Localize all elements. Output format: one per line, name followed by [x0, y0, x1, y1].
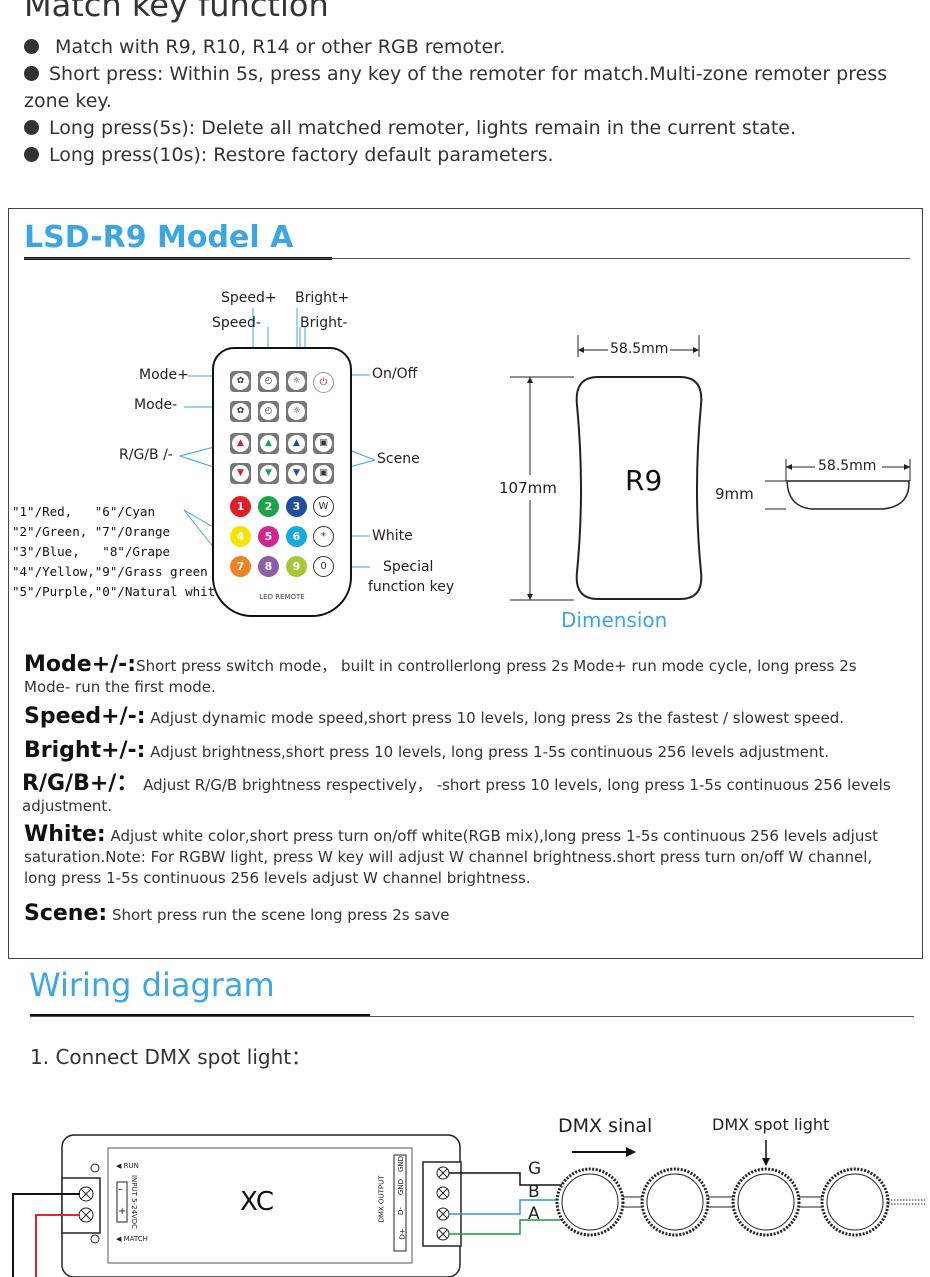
model-panel [8, 208, 923, 959]
speed-minus-key: ◴ [258, 401, 279, 422]
desc-bright: Bright+/-: Adjust brightness,short press… [24, 738, 830, 763]
color-key-4: 4 [230, 526, 251, 547]
red-up-key: ▲ [230, 433, 251, 454]
dim-depth: 9mm [715, 485, 754, 503]
desc-rgb: R/G/B+/： Adjust R/G/B brightness respect… [22, 771, 891, 816]
bullet-dot-icon [24, 39, 39, 54]
label-scene: Scene [377, 451, 420, 467]
match-title: Match key function [24, 0, 329, 24]
color-list-3: "3"/Blue, "8"/Grape [12, 544, 171, 559]
label-speed-plus: Speed+ [221, 290, 277, 306]
speed-plus-key: ◴ [258, 371, 279, 392]
bullet-dot-icon [24, 147, 39, 162]
star-key: * [313, 526, 334, 547]
wire-g-label: G [528, 1159, 542, 1179]
wiring-step: 1. Connect DMX spot light： [30, 1045, 312, 1069]
scene-key-1: ▣ [313, 433, 334, 454]
green-up-key: ▲ [258, 433, 279, 454]
run-label: ◀ RUN [116, 1162, 139, 1170]
color-key-6: 6 [286, 526, 307, 547]
label-white: White [372, 528, 413, 544]
wire-a-label: A [528, 1204, 540, 1224]
match-bullet-3: Long press(5s): Delete all matched remot… [24, 115, 909, 142]
dmx-signal-label: DMX sinal [558, 1115, 653, 1137]
label-mode-plus: Mode+ [139, 367, 189, 383]
dim-width: 58.5mm [610, 341, 669, 357]
wiring-rule [30, 1016, 914, 1017]
color-list-5: "5"/Purple,"0"/Natural white [12, 584, 223, 599]
wiring-underline [30, 1014, 370, 1017]
label-bright-minus: Bright- [300, 315, 348, 331]
wiring-diagram [12, 1134, 925, 1277]
color-list-1: "1"/Red, "6"/Cyan [12, 504, 155, 519]
green-down-key: ▼ [258, 463, 279, 484]
title-rule [24, 258, 910, 259]
dim-caption: Dimension [561, 608, 668, 632]
bullet-dot-icon [24, 66, 39, 81]
match-bullet-2: Short press: Within 5s, press any key of… [24, 63, 888, 112]
color-key-2: 2 [258, 496, 279, 517]
mode-minus-key: ✿ [230, 401, 251, 422]
match-bullet-1: Match with R9, R10, R14 or other RGB rem… [24, 34, 909, 61]
remote-brand: LED REMOTE [259, 593, 305, 601]
dim-depth-width: 58.5mm [818, 458, 877, 474]
color-list-2: "2"/Green, "7"/Orange [12, 524, 171, 539]
wire-b-label: B [528, 1182, 540, 1202]
model-title: LSD-R9 Model A [24, 220, 294, 255]
color-key-8: 8 [258, 556, 279, 577]
output-label: DMX OUTPUT [377, 1175, 386, 1223]
wiring-title: Wiring diagram [29, 966, 275, 1004]
label-rgb: R/G/B /- [119, 447, 173, 463]
controller-label: XC [240, 1187, 275, 1217]
dim-height: 107mm [499, 479, 557, 497]
label-bright-plus: Bright+ [295, 290, 350, 306]
match-label: ◀ MATCH [116, 1235, 148, 1243]
blue-down-key: ▼ [286, 463, 307, 484]
blue-up-key: ▲ [286, 433, 307, 454]
label-on-off: On/Off [372, 366, 418, 382]
color-key-3: 3 [286, 496, 307, 517]
gnd-label-2: GND [397, 1178, 406, 1196]
bright-minus-key: ☼ [286, 401, 307, 422]
dplus-label: D+ [398, 1228, 407, 1240]
desc-white: White: Adjust white color,short press tu… [24, 822, 879, 888]
label-speed-minus: Speed- [212, 315, 261, 331]
desc-speed: Speed+/-: Adjust dynamic mode speed,shor… [24, 704, 845, 729]
input-minus: – [118, 1184, 123, 1195]
label-mode-minus: Mode- [134, 397, 178, 413]
dmx-spot-label: DMX spot light [712, 1115, 830, 1134]
desc-mode: Mode+/-:Short press switch mode， built i… [24, 652, 857, 697]
w-key: W [313, 496, 334, 517]
zero-key: 0 [313, 556, 334, 577]
bullet-dot-icon [24, 120, 39, 135]
color-key-9: 9 [286, 556, 307, 577]
red-down-key: ▼ [230, 463, 251, 484]
label-special-2: function key [368, 579, 455, 595]
match-bullet-4: Long press(10s): Restore factory default… [24, 142, 909, 169]
input-plus: + [118, 1206, 127, 1217]
dimension-drawing [510, 335, 911, 601]
input-label: INPUT 5-24VDC [130, 1174, 139, 1230]
dminus-label: D- [396, 1207, 405, 1215]
mode-plus-key: ✿ [230, 371, 251, 392]
color-list-4: "4"/Yellow,"9"/Grass green [12, 564, 208, 579]
bright-plus-key: ☼ [286, 371, 307, 392]
dim-model-label: R9 [625, 464, 663, 497]
scene-key-2: ▣ [313, 463, 334, 484]
color-key-1: 1 [230, 496, 251, 517]
gnd-label-1: GND [397, 1155, 406, 1173]
desc-scene: Scene: Short press run the scene long pr… [24, 901, 450, 926]
color-key-5: 5 [258, 526, 279, 547]
color-key-7: 7 [230, 556, 251, 577]
power-icon: ⏻ [313, 372, 334, 393]
remote-illustration: ✿ ◴ ☼ ⏻ ✿ ◴ ☼ ▲ ▲ ▲ ▣ ▼ ▼ ▼ ▣ 1 2 3 W 4 … [212, 347, 352, 617]
label-special-1: Special [383, 559, 434, 575]
